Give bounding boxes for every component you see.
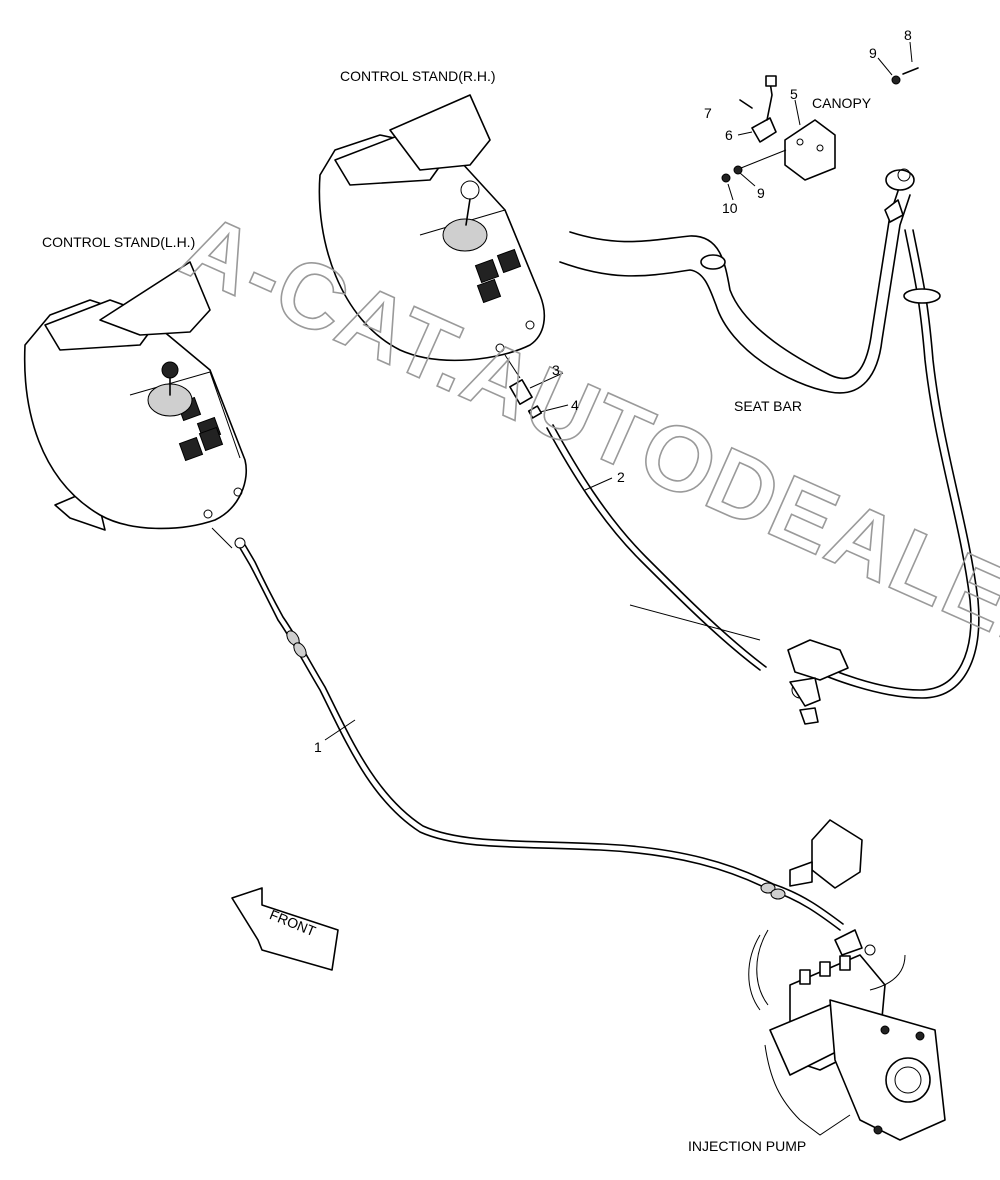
seat-bar-cable [807, 229, 980, 699]
callout-3: 3 [552, 362, 560, 378]
control-stand-left [23, 261, 247, 549]
front-arrow: FRONT [231, 887, 339, 971]
callout-6: 6 [725, 127, 733, 143]
callout-4: 4 [571, 397, 579, 413]
callout-9-bottom: 9 [757, 185, 765, 201]
callout-5: 5 [790, 86, 798, 102]
callout-10: 10 [722, 200, 738, 216]
linkage [787, 639, 849, 725]
callout-8: 8 [904, 27, 912, 43]
callout-1: 1 [314, 739, 322, 755]
label-canopy: CANOPY [812, 95, 872, 111]
label-control-stand-rh: CONTROL STAND(R.H.) [340, 68, 496, 84]
cable-1 [234, 537, 876, 956]
cable-2 [509, 379, 767, 671]
label-seat-bar: SEAT BAR [734, 398, 802, 414]
label-control-stand-lh: CONTROL STAND(L.H.) [42, 234, 195, 250]
callout-9-top: 9 [869, 45, 877, 61]
control-stand-right [318, 94, 546, 379]
injection-pump [748, 929, 946, 1141]
seat-bar [559, 168, 915, 394]
callout-7: 7 [704, 105, 712, 121]
callout-2: 2 [617, 469, 625, 485]
leader-lines [324, 41, 913, 741]
watermark: A-CAT.AUTODEALER.RU [168, 195, 1000, 747]
label-injection-pump: INJECTION PUMP [688, 1138, 806, 1154]
pump-bracket [789, 819, 863, 889]
canopy-bracket [721, 67, 919, 183]
